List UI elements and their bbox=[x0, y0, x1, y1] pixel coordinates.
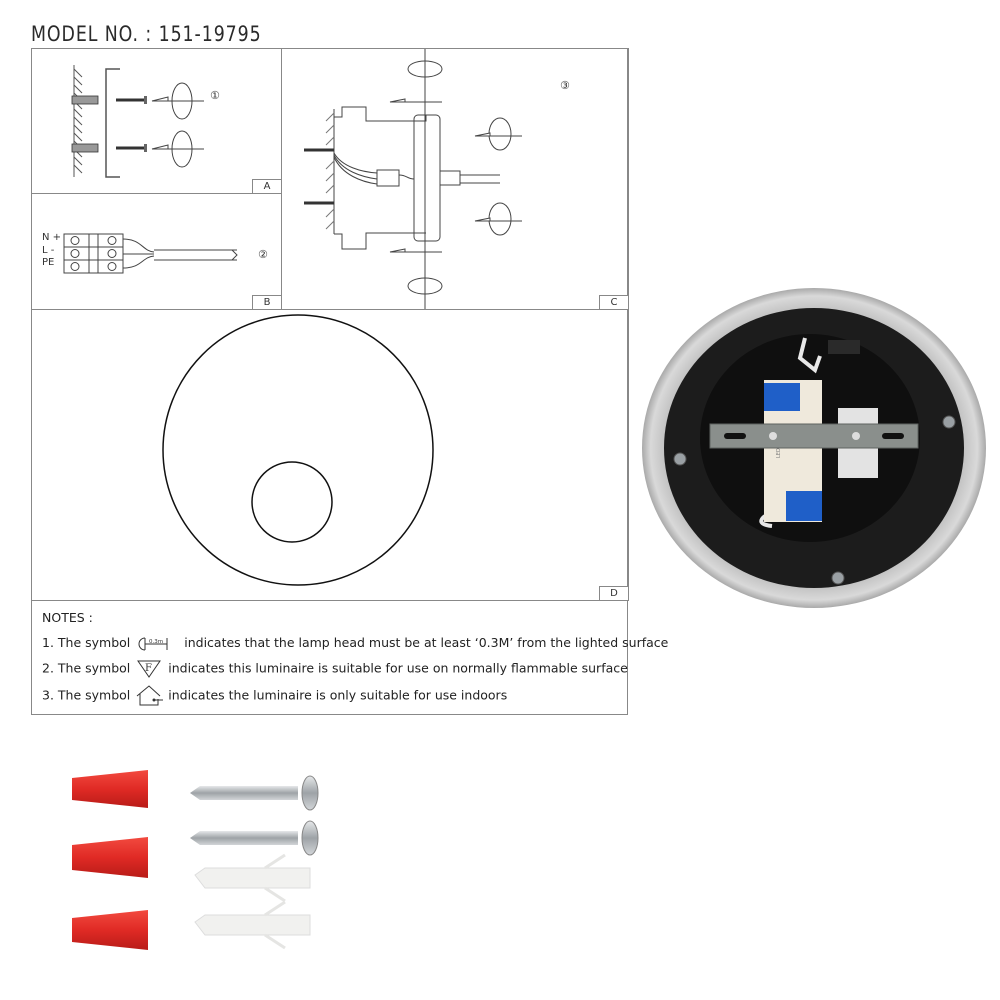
wall-plug-2 bbox=[194, 900, 311, 950]
panel-a: ① A bbox=[31, 48, 282, 194]
note-2: 2. The symbol F indicates this luminaire… bbox=[42, 660, 628, 678]
flammable-surface-F-icon: F bbox=[137, 660, 162, 678]
note-3: 3. The symbol indicates the luminaire is… bbox=[42, 685, 507, 707]
screw-bottom bbox=[831, 571, 845, 585]
panel-b: N + L - PE ② B bbox=[31, 193, 282, 310]
model-number: MODEL NO. : 151-19795 bbox=[31, 22, 262, 46]
panel-label-c: C bbox=[599, 295, 629, 310]
screw-2 bbox=[190, 820, 319, 856]
wall-plug-1 bbox=[194, 853, 311, 903]
screw-1 bbox=[190, 775, 319, 811]
luminaire-front-view bbox=[162, 314, 434, 586]
panel-d: D bbox=[31, 309, 629, 601]
wall-bracket-screws-diagram: ① bbox=[71, 65, 220, 178]
svg-text:F: F bbox=[145, 663, 152, 674]
mounting-bracket bbox=[709, 423, 919, 449]
notes-heading: NOTES : bbox=[42, 610, 93, 625]
step-marker-3: ③ bbox=[560, 79, 570, 92]
step-marker-1: ① bbox=[210, 89, 220, 102]
wire-nut-3 bbox=[72, 910, 148, 950]
svg-text:0.3m: 0.3m bbox=[149, 639, 163, 645]
terminal-label-n: N + bbox=[42, 232, 62, 243]
step-marker-2: ② bbox=[258, 248, 268, 261]
instruction-sheet: ① A N + L - PE ② B bbox=[31, 48, 668, 715]
terminal-block-diagram: ② bbox=[63, 233, 268, 274]
screw-left bbox=[673, 452, 687, 466]
luminaire-mounting-diagram: ③ bbox=[304, 49, 570, 309]
accessories-kit bbox=[60, 760, 330, 960]
led-driver: LED DRIVER bbox=[764, 380, 822, 522]
panel-c: ③ C bbox=[281, 48, 629, 310]
product-rear-photo: LED DRIVER bbox=[640, 288, 990, 610]
panel-label-d: D bbox=[599, 586, 629, 601]
notes-section: NOTES : 1. The symbol 0.3m indicates tha… bbox=[32, 601, 668, 714]
terminal-label-l: L - bbox=[42, 244, 55, 256]
wire-nut-1 bbox=[72, 770, 148, 808]
indoor-house-icon bbox=[134, 685, 164, 707]
terminal-label-pe: PE bbox=[42, 257, 55, 268]
panel-label-a: A bbox=[252, 179, 282, 194]
screw-right bbox=[942, 415, 956, 429]
note-1: 1. The symbol 0.3m indicates that the la… bbox=[42, 635, 669, 652]
panel-label-b: B bbox=[252, 295, 282, 310]
distance-0.3m-icon: 0.3m bbox=[137, 636, 171, 652]
wire-nut-2 bbox=[72, 837, 148, 878]
